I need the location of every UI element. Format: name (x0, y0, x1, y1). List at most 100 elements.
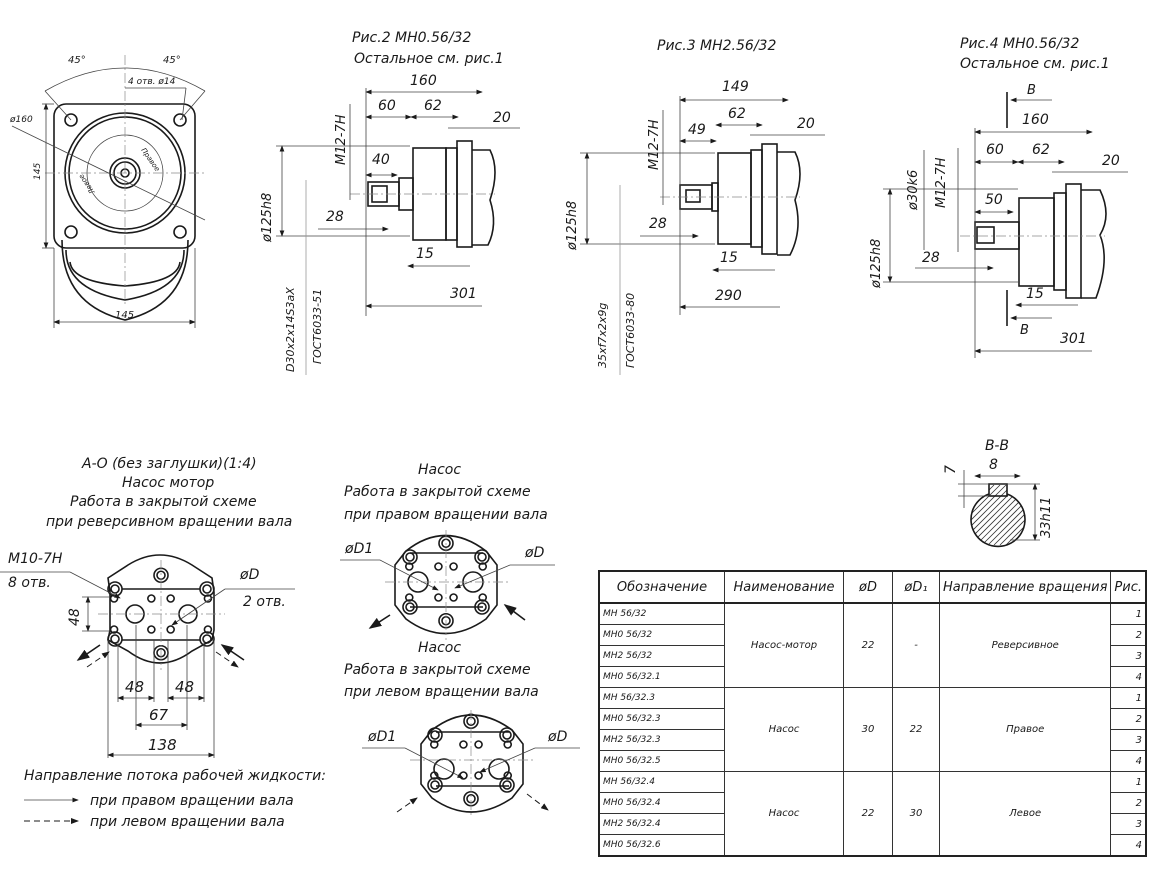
fig4-section-mark-bottom: B (1020, 323, 1029, 338)
pump-left-line3: при левом вращении вала (344, 684, 539, 700)
thread-hole (166, 625, 175, 634)
shaft-section-outline (970, 493, 1026, 548)
view-a-line3: Работа в закрытой схеме (70, 494, 257, 510)
thread-hole (147, 625, 156, 634)
section-bb-key-width: 8 (989, 457, 998, 473)
fig2-dim-28: 28 (326, 209, 344, 225)
break-line (1081, 189, 1107, 299)
pump-left-port-d1: øD1 (367, 729, 396, 745)
fig2-dim-20: 20 (493, 110, 511, 126)
view-a-line2: Насос мотор (122, 475, 214, 491)
break-line (472, 149, 496, 246)
legend-title: Направление потока рабочей жидкости: (24, 768, 326, 784)
flange (1065, 183, 1082, 299)
thread-hole (474, 771, 483, 780)
bolt-hole (427, 727, 443, 743)
bolt-hole (430, 780, 440, 790)
cell-designation: МН 56/32.4 (598, 771, 725, 793)
fig2-dim-160: 160 (410, 73, 437, 89)
rotation-right-label: Правое (139, 147, 161, 173)
fig3-dim-20: 20 (797, 116, 815, 132)
view-a-dim-48-left: 48 (125, 678, 144, 696)
cell-d1: 30 (892, 771, 940, 857)
fig4-dim-62: 62 (1032, 142, 1050, 158)
fig2-title: Рис.2 МН0.56/32 (352, 30, 471, 46)
mount-hole-bl (64, 225, 78, 239)
bolt-hole (107, 631, 123, 647)
pump-right-port-d1: øD1 (344, 541, 373, 557)
angle-right-label: 45° (163, 55, 181, 66)
fig3-flange-dia: ø125h8 (565, 201, 580, 251)
port-d (488, 758, 510, 780)
cell-fig: 4 (1110, 750, 1147, 772)
hatch-line (1023, 484, 1025, 546)
cell-designation: МН2 56/32 (598, 645, 725, 667)
view-a-title: А-О (без заглушки)(1:4) (81, 456, 257, 472)
hatch-line (971, 484, 983, 546)
cell-fig: 4 (1110, 666, 1147, 688)
cell-fig: 3 (1110, 729, 1147, 751)
cell-designation: МН2 56/32.4 (598, 813, 725, 835)
thread-hole (404, 593, 414, 602)
view-a-thread-label: M10-7H (8, 551, 63, 567)
bolt-hole (402, 549, 418, 565)
thread-hole (478, 562, 488, 571)
section-bb: B-B 8 7 33h11 (910, 438, 1054, 548)
bolt-hole (199, 581, 215, 597)
body (1018, 197, 1055, 287)
pump-left-outline (420, 714, 524, 813)
bolt-hole (474, 549, 490, 565)
cell-designation: МН 56/32.3 (598, 687, 725, 709)
cell-d1: 22 (892, 687, 940, 772)
fig3-side-view: Рис.3 МН2.56/32 149 49 62 20 28 15 290 ø… (565, 38, 825, 375)
pump-right-line3: при правом вращении вала (344, 507, 548, 523)
thread-hole (109, 625, 119, 634)
fig3-title: Рис.3 МН2.56/32 (657, 38, 776, 54)
pump-right-outline (394, 534, 498, 635)
cell-d: 30 (843, 687, 893, 772)
view-a-port-plate: А-О (без заглушки)(1:4) Насос мотор Рабо… (0, 456, 295, 758)
fig2-dim-62: 62 (424, 98, 442, 114)
pump-left-port-plate: Насос Работа в закрытой схеме при левом … (344, 640, 580, 815)
flange (761, 143, 778, 255)
cell-fig: 4 (1110, 834, 1147, 857)
fig2-spline: D30x2x14S3aX (284, 287, 297, 372)
width-label: 145 (115, 310, 134, 321)
fig4-dim-15: 15 (1026, 286, 1044, 302)
pump-left-line1: Насос (418, 640, 461, 656)
cell-designation: МН0 56/32.5 (598, 750, 725, 772)
fig2-flange-dia: ø125h8 (260, 193, 275, 243)
bolt-hole (405, 552, 415, 562)
fig4-shaft-dia: ø30k6 (906, 170, 921, 211)
key-slot (988, 483, 1008, 497)
header-name: Наименование (724, 570, 844, 604)
thread-hole (474, 740, 483, 749)
port-d1 (433, 758, 455, 780)
header-d: øD (843, 570, 893, 604)
cell-fig: 2 (1110, 708, 1147, 730)
fig3-dim-49: 49 (688, 122, 706, 138)
bolt-hole (499, 777, 515, 793)
cell-designation: МН2 56/32.3 (598, 729, 725, 751)
hatch-line (910, 485, 970, 545)
hatch-line (987, 484, 1025, 546)
table-row: МН0 56/32.5 4 (598, 750, 1147, 772)
hatch-line (1005, 484, 1025, 546)
bolt-hole (405, 602, 415, 612)
break-line (777, 151, 801, 256)
bolt-hole (502, 730, 512, 740)
cell-fig: 1 (1110, 771, 1147, 793)
bolt-hole (477, 552, 487, 562)
shaft (974, 221, 1020, 250)
bolt-hole (430, 730, 440, 740)
cell-d: 22 (843, 771, 893, 857)
view-a-port-count: 2 отв. (243, 594, 286, 610)
fig2-dim-301: 301 (450, 286, 477, 302)
thread-hole (503, 771, 513, 780)
cell-designation: МН 56/32 (598, 602, 725, 625)
hatch-line (971, 484, 1007, 546)
